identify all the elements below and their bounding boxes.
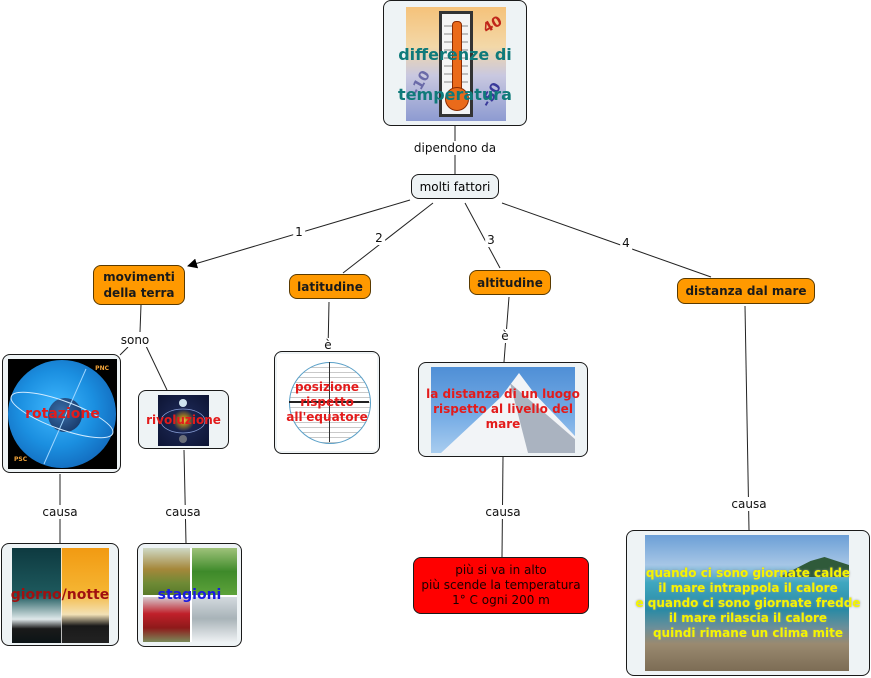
four-seasons-image (143, 548, 237, 642)
line-rivoluzione-to-effect (183, 449, 187, 544)
stagioni-label: stagioni (157, 587, 222, 603)
link-label-causa-altitudine: causa (483, 505, 523, 519)
line-mare-to-effect (744, 305, 750, 531)
day-night-image (12, 548, 109, 643)
seaside-image (645, 535, 849, 671)
node-clima-mite[interactable]: quando ci sono giornate calde il mare in… (626, 530, 870, 676)
season-divider-v (190, 548, 192, 642)
thermometer-bulb (445, 87, 469, 111)
season-summer (190, 548, 237, 595)
node-rotazione[interactable]: PNC PSC rotazione (2, 354, 121, 473)
latitude-globe-image: posizione rispetto all'equatore (277, 354, 377, 451)
link-label-dipendono-da: dipendono da (411, 141, 499, 155)
line-factors-to-mare (501, 202, 712, 278)
node-stagioni[interactable]: stagioni (137, 543, 242, 647)
node-altitudine[interactable]: altitudine (469, 270, 551, 295)
sphere-shape (8, 360, 116, 468)
link-label-causa-mare: causa (729, 497, 769, 511)
link-label-4: 4 (620, 236, 632, 250)
link-label-e-altitudine: è (499, 329, 511, 343)
equator-line (289, 401, 369, 403)
sphere-axes (10, 368, 114, 465)
season-winter (190, 595, 237, 642)
link-label-3: 3 (485, 233, 497, 247)
link-label-sono: sono (118, 333, 152, 347)
posizione-label: posizione rispetto all'equatore (286, 380, 368, 424)
day-night-divider (60, 548, 62, 643)
link-label-causa-rotazione: causa (40, 505, 80, 519)
link-label-causa-rivoluzione: causa (163, 505, 203, 519)
thermometer-image: 40 -10 -50 (406, 7, 506, 121)
line-factors-to-altitudine (464, 202, 501, 269)
season-fall-red (143, 595, 190, 642)
node-posizione-equatore[interactable]: posizione rispetto all'equatore (274, 351, 380, 454)
solar-orbit-image (158, 395, 209, 446)
night-half (12, 548, 61, 643)
root-node-differenze-temperatura[interactable]: 40 -10 -50 differenze di temperatura (383, 0, 527, 126)
node-latitudine[interactable]: latitudine (289, 274, 371, 299)
pole-label-south: PSC (14, 456, 28, 463)
pole-label-north: PNC (95, 365, 109, 372)
root-title-line2: temperatura (398, 85, 512, 104)
line-factors-to-latitudine (342, 202, 434, 274)
node-temperatura-altitudine[interactable]: più si va in alto più scende la temperat… (413, 557, 589, 614)
node-giorno-notte[interactable]: giorno/notte (1, 543, 119, 646)
latitude-globe (289, 362, 371, 444)
link-label-2: 2 (373, 231, 385, 245)
mountain-image (431, 367, 575, 453)
altitudine-desc-label: la distanza di un luogo rispetto al live… (426, 387, 580, 431)
node-movimenti-della-terra[interactable]: movimenti della terra (93, 265, 185, 305)
rotazione-label: rotazione (25, 406, 100, 422)
root-title-line1: differenze di (398, 45, 512, 64)
orbit-lines (160, 399, 206, 443)
node-molti-fattori[interactable]: molti fattori (411, 174, 499, 199)
node-distanza-dal-mare[interactable]: distanza dal mare (677, 278, 815, 304)
link-label-1: 1 (293, 225, 305, 239)
root-title: differenze di temperatura (398, 25, 512, 105)
celestial-sphere-image: PNC PSC rotazione (8, 359, 117, 469)
link-label-e-latitudine: è (322, 338, 334, 352)
line-sono-to-rivoluzione (145, 345, 168, 391)
rivoluzione-label: rivoluzione (146, 412, 221, 427)
line-movimenti-to-sono (139, 304, 142, 333)
line-sono-to-rotazione (119, 346, 129, 356)
day-half (60, 548, 109, 643)
season-autumn (143, 548, 190, 595)
mare-effect-label: quando ci sono giornate calde il mare in… (635, 565, 861, 640)
giorno-notte-label: giorno/notte (10, 586, 110, 603)
node-rivoluzione[interactable]: rivoluzione (138, 390, 229, 449)
node-distanza-livello-mare[interactable]: la distanza di un luogo rispetto al live… (418, 362, 588, 457)
